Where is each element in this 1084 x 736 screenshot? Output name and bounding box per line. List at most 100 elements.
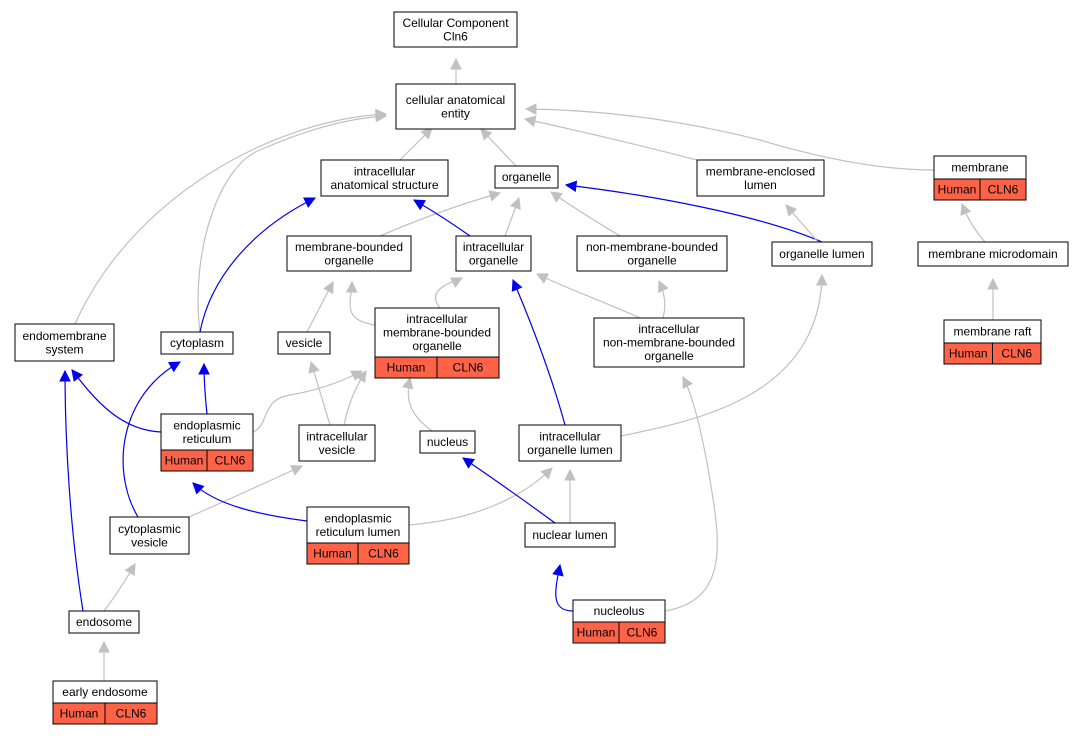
edge-line <box>64 370 84 612</box>
edge-arrowhead <box>192 482 205 495</box>
node-box <box>696 159 825 197</box>
node-box <box>494 165 559 189</box>
edge-imbo-to-io <box>435 277 463 309</box>
edge-cv-to-cyt <box>122 361 181 518</box>
node-label-line: intracellular <box>306 429 367 443</box>
node-inmbo[interactable]: intracellularnon-membrane-boundedorganel… <box>593 317 745 368</box>
node-label-line: non-membrane-bounded <box>603 336 735 350</box>
node-label-line: Cln6 <box>443 29 468 43</box>
edge-nucl-to-nl <box>552 563 574 612</box>
edge-cyt-to-ias <box>199 197 317 333</box>
edge-arrowhead <box>59 369 71 382</box>
edge-arrowhead <box>450 57 462 70</box>
annotation-species: Human <box>938 183 977 197</box>
edge-erl-to-iol <box>408 467 553 526</box>
annotation-cell <box>992 342 1042 365</box>
edge-iv-to-ves <box>308 360 331 426</box>
edge-nl-to-iol <box>564 468 576 523</box>
edge-arrowhead <box>564 180 578 193</box>
edge-layer <box>59 57 999 681</box>
node-mmd[interactable]: membrane microdomain <box>917 241 1069 267</box>
edge-line <box>525 108 935 171</box>
annotation-species: Human <box>577 626 616 640</box>
annotation-cell <box>357 542 410 565</box>
node-box <box>286 235 412 272</box>
edge-arrowhead <box>552 563 564 577</box>
edge-arrowhead <box>71 369 84 382</box>
edge-imbo-to-mbo <box>345 280 376 326</box>
node-nl[interactable]: nuclear lumen <box>524 522 616 548</box>
edge-arrowhead <box>355 370 367 383</box>
node-label-line: reticulum <box>183 432 232 446</box>
edge-nl-to-nuc <box>462 457 556 524</box>
edge-arrowhead <box>198 362 210 375</box>
node-imbo[interactable]: intracellularmembrane-boundedorganelleHu… <box>374 307 500 379</box>
edge-line <box>550 191 621 237</box>
edge-arrowhead <box>402 376 414 390</box>
annotation-species: Human <box>387 361 426 375</box>
edge-line <box>565 184 823 243</box>
annotation-gene: CLN6 <box>368 547 399 561</box>
node-box <box>160 331 234 355</box>
node-label-line: nucleus <box>427 435 468 449</box>
node-label-line: membrane raft <box>953 325 1032 339</box>
node-label-line: organelle lumen <box>527 443 612 457</box>
node-box <box>518 424 622 462</box>
node-org[interactable]: organelle <box>494 165 559 189</box>
edge-line <box>74 113 387 325</box>
node-label-line: endosome <box>76 615 132 629</box>
edge-line <box>408 467 553 526</box>
node-box <box>917 241 1069 267</box>
node-label-line: organelle <box>412 339 462 353</box>
node-box <box>14 323 115 362</box>
edge-mem-to-cae <box>524 103 935 171</box>
node-cyt[interactable]: cytoplasm <box>160 331 234 355</box>
edge-line <box>197 115 387 333</box>
node-label-line: organelle <box>324 253 374 267</box>
edge-arrowhead <box>511 278 523 292</box>
node-box <box>419 430 476 454</box>
node-label-line: membrane microdomain <box>928 247 1057 261</box>
node-label-line: intracellular <box>354 164 415 178</box>
edge-org-to-cae <box>480 128 517 167</box>
edge-inmbo-to-io <box>535 273 641 319</box>
node-endo[interactable]: endosome <box>68 610 140 634</box>
edge-ias-to-cae <box>399 127 433 161</box>
node-box <box>395 83 516 130</box>
edge-arrowhead <box>524 103 537 115</box>
node-box <box>593 317 745 368</box>
edge-line <box>620 274 823 437</box>
node-label-line: early endosome <box>62 685 148 699</box>
node-ves[interactable]: vesicle <box>277 331 331 355</box>
edge-endo-to-cv <box>103 563 136 612</box>
edge-arrowhead <box>413 199 426 211</box>
node-label-line: endomembrane <box>22 329 106 343</box>
node-label-line: cytoplasmic <box>118 522 181 536</box>
node-ol[interactable]: organelle lumen <box>771 241 873 267</box>
edge-line <box>462 457 556 524</box>
node-label-line: intracellular <box>539 429 600 443</box>
node-label-line: membrane <box>951 161 1009 175</box>
node-nuc[interactable]: nucleus <box>419 430 476 454</box>
edge-ems-to-cae <box>74 108 388 325</box>
node-label-line: nuclear lumen <box>532 528 607 542</box>
node-label-line: membrane-enclosed <box>706 164 815 178</box>
